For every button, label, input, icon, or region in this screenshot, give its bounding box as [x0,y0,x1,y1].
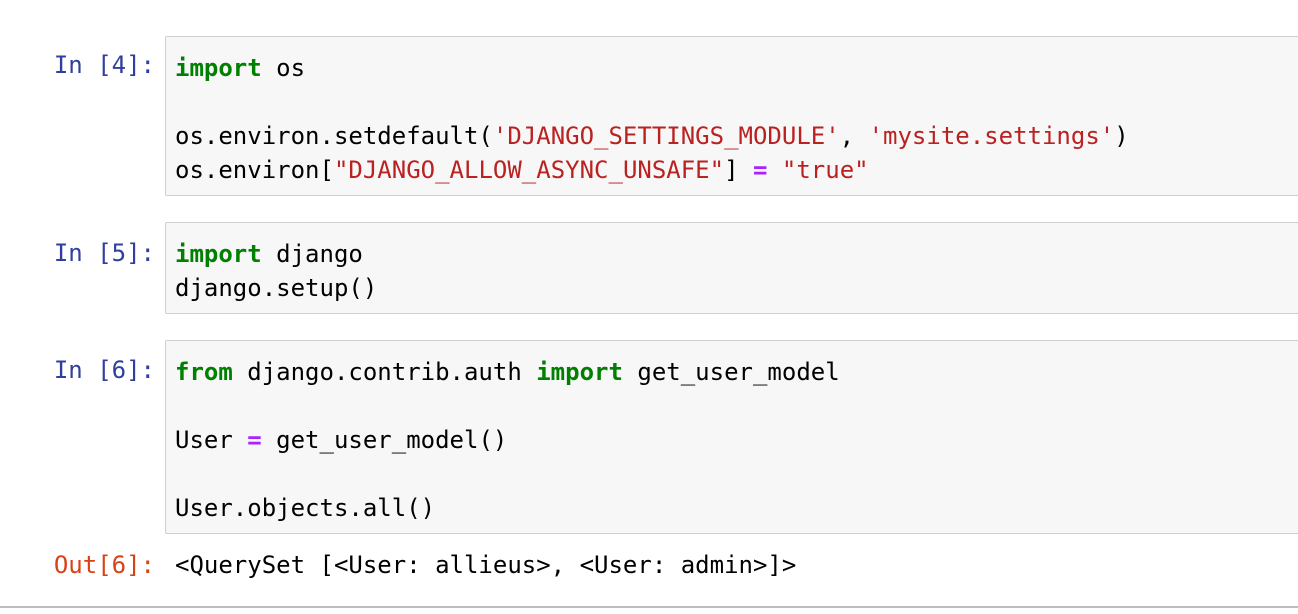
code-line: import django [175,237,1298,271]
code-token: ] [724,156,753,184]
code-input-6[interactable]: from django.contrib.auth import get_user… [165,340,1298,534]
code-token: User [175,426,248,454]
code-token: django.setup() [175,274,378,302]
code-token: os.environ.setdefault( [175,122,493,150]
code-line: User.objects.all() [175,491,1298,525]
code-line: django.setup() [175,271,1298,305]
code-line: os.environ["DJANGO_ALLOW_ASYNC_UNSAFE"] … [175,153,1298,187]
code-token: User.objects.all() [175,494,436,522]
code-token: django.contrib.auth [232,358,537,386]
cell-divider [0,606,1298,608]
code-string: 'DJANGO_SETTINGS_MODULE' [492,122,840,150]
code-string: "true" [781,156,869,184]
input-prompt-5: In [5]: [53,239,155,267]
code-keyword: from [175,358,233,386]
output-prompt-6: Out[6]: [53,551,155,579]
code-line: from django.contrib.auth import get_user… [175,355,1298,389]
code-token: os.environ[ [175,156,334,184]
code-line: import os [175,51,1298,85]
code-string: "DJANGO_ALLOW_ASYNC_UNSAFE" [333,156,725,184]
output-cell-6: Out[6]: <QuerySet [<User: allieus>, <Use… [0,548,1298,588]
code-keyword: import [175,240,262,268]
code-operator: = [753,156,768,184]
output-text-6: <QuerySet [<User: allieus>, <User: admin… [175,551,797,579]
code-line [175,457,1298,491]
code-input-4[interactable]: import os os.environ.setdefault('DJANGO_S… [165,36,1298,196]
code-token: ) [1114,122,1129,150]
code-line: User = get_user_model() [175,423,1298,457]
code-input-5[interactable]: import django django.setup() [165,222,1298,314]
input-prompt-6: In [6]: [53,356,155,384]
code-token: get_user_model [622,358,840,386]
code-keyword: import [536,358,623,386]
code-string: 'mysite.settings' [868,122,1115,150]
code-operator: = [247,426,262,454]
code-token: get_user_model() [261,426,508,454]
code-token: os [261,54,306,82]
code-keyword: import [175,54,262,82]
code-cell-5[interactable]: In [5]: import django django.setup() [0,222,1298,314]
code-line: os.environ.setdefault('DJANGO_SETTINGS_M… [175,119,1298,153]
code-token: , [839,122,869,150]
code-token: django [261,240,363,268]
code-line [175,85,1298,119]
input-prompt-4: In [4]: [53,51,155,79]
code-line [175,389,1298,423]
code-cell-6[interactable]: In [6]: from django.contrib.auth import … [0,340,1298,534]
code-token [767,156,781,184]
